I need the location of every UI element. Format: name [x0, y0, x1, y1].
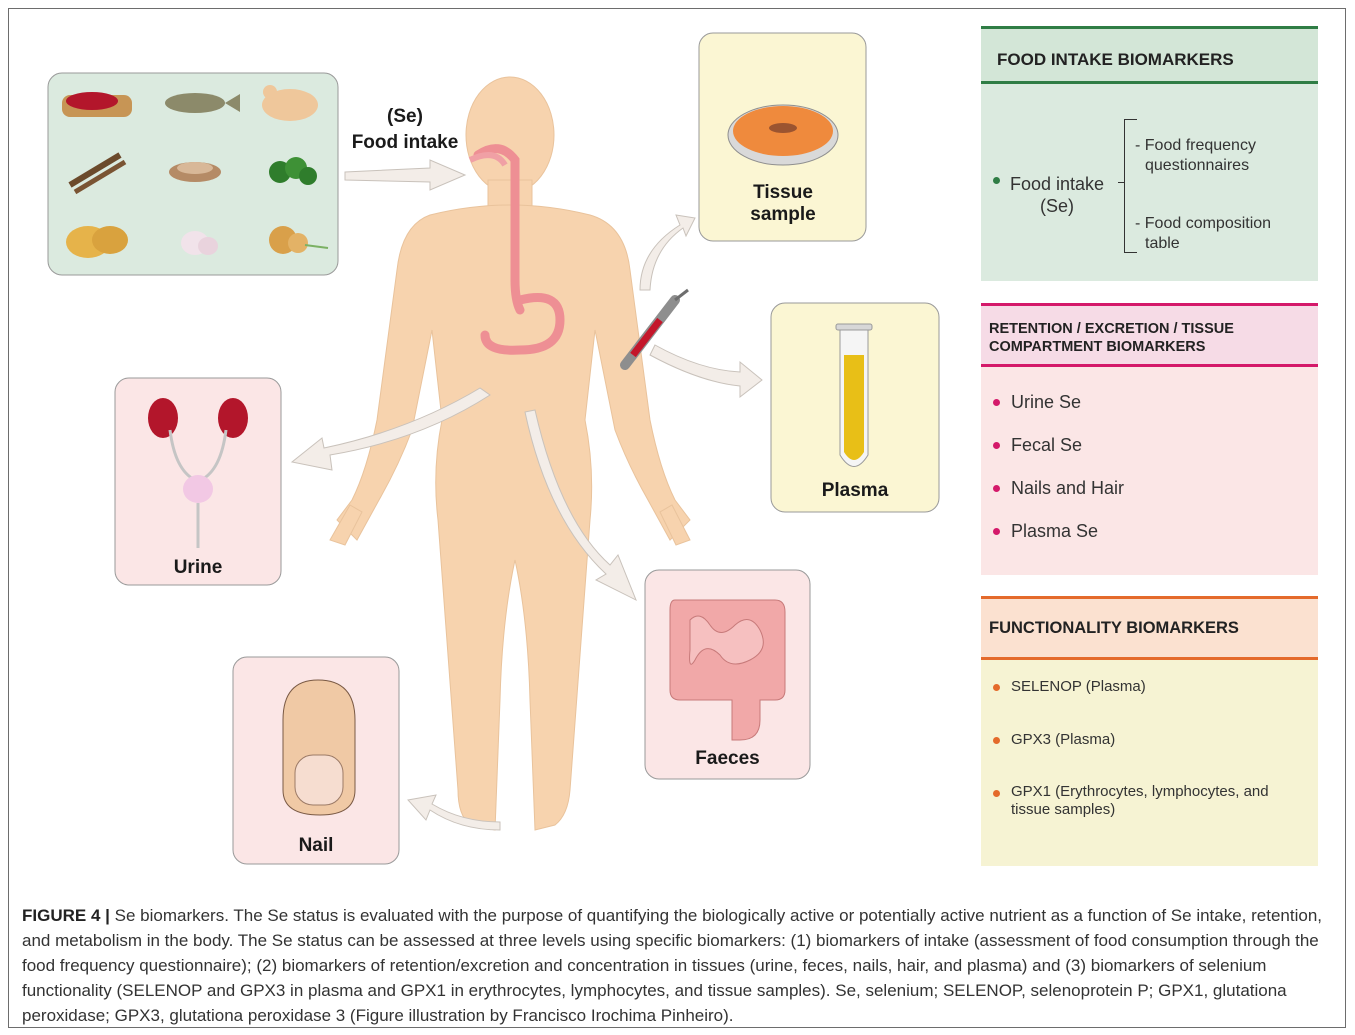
plasma-label: Plasma: [771, 480, 939, 502]
retention-panel-title: RETENTION / EXCRETION / TISSUE COMPARTME…: [989, 320, 1234, 356]
functionality-panel: FUNCTIONALITY BIOMARKERS SELENOP (Plasma…: [981, 596, 1318, 866]
finger-nail-icon: [283, 680, 355, 815]
arrow-to-tissue: [640, 215, 695, 290]
retention-panel: RETENTION / EXCRETION / TISSUE COMPARTME…: [981, 303, 1318, 575]
arrow-food-to-mouth: [345, 160, 465, 190]
food-intake-panel-header: FOOD INTAKE BIOMARKERS: [981, 29, 1318, 84]
caption-label: FIGURE 4 |: [22, 906, 110, 925]
food-frequency-item: - Food frequency questionnaires: [1135, 136, 1256, 176]
bullet-dot: [993, 684, 1000, 691]
caption-text: Se biomarkers. The Se status is evaluate…: [22, 906, 1322, 1025]
functionality-panel-header: FUNCTIONALITY BIOMARKERS: [981, 599, 1318, 660]
food-intake-panel-title: FOOD INTAKE BIOMARKERS: [997, 50, 1234, 70]
illustration: [0, 0, 975, 880]
bullet-dot: [993, 528, 1000, 535]
faeces-label: Faeces: [645, 748, 810, 770]
food-intake-label: (Se) Food intake: [350, 106, 460, 154]
figure-caption: FIGURE 4 | Se biomarkers. The Se status …: [22, 903, 1337, 1028]
bullet-dot: [993, 485, 1000, 492]
nuts-icon: [169, 162, 221, 182]
functionality-item: GPX1 (Erythrocytes, lymphocytes, and tis…: [993, 783, 1269, 819]
functionality-item: SELENOP (Plasma): [993, 677, 1146, 697]
functionality-item: GPX3 (Plasma): [993, 730, 1115, 750]
urine-label: Urine: [115, 557, 281, 579]
bullet-dot: [993, 442, 1000, 449]
retention-item: Urine Se: [993, 392, 1081, 413]
bullet-dot: [993, 790, 1000, 797]
tissue-sample-label: Tissue sample: [700, 182, 866, 226]
nail-label: Nail: [233, 835, 399, 857]
food-composition-item: - Food composition table: [1135, 214, 1271, 254]
functionality-panel-title: FUNCTIONALITY BIOMARKERS: [989, 619, 1239, 638]
retention-item: Nails and Hair: [993, 478, 1124, 499]
bullet-dot: [993, 737, 1000, 744]
bullet-dot: [993, 399, 1000, 406]
food-intake-bullet: [993, 177, 1000, 184]
food-intake-panel: FOOD INTAKE BIOMARKERS Food intake (Se) …: [981, 26, 1318, 281]
retention-item: Fecal Se: [993, 435, 1082, 456]
retention-item: Plasma Se: [993, 521, 1098, 542]
test-tube-icon: [836, 324, 872, 467]
meat-icon: [62, 92, 132, 117]
food-intake-item: Food intake (Se): [1010, 173, 1104, 217]
petri-dish-icon: [728, 105, 838, 165]
arrow-to-plasma: [650, 345, 762, 397]
figure: (Se) Food intake Tissue sample Plasma Ur…: [0, 0, 1355, 880]
retention-panel-header: RETENTION / EXCRETION / TISSUE COMPARTME…: [981, 306, 1318, 367]
